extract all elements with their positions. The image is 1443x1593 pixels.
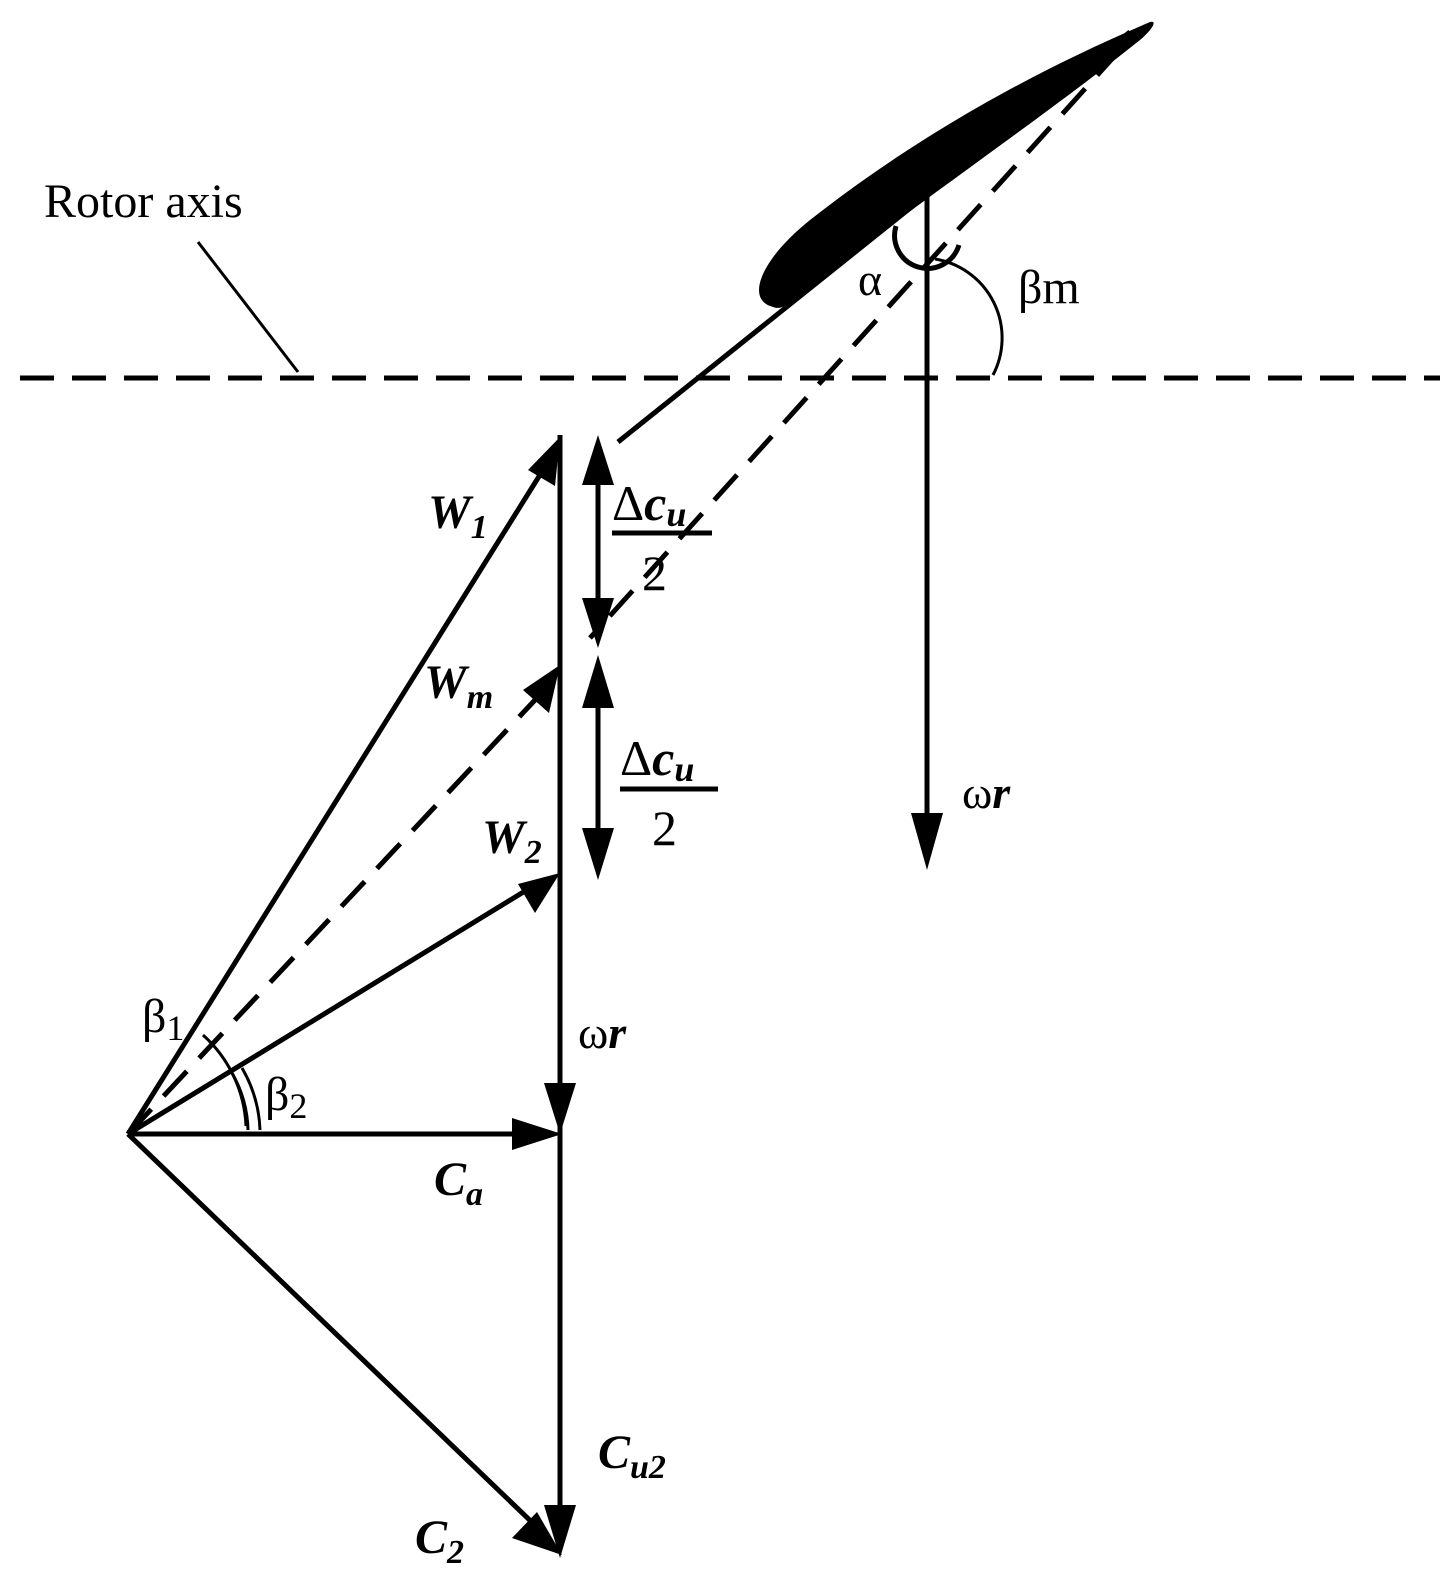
wm-label: Wm	[424, 656, 493, 716]
beta2-arc-outer	[240, 1067, 262, 1131]
lower-omega-r-arrowhead	[544, 1083, 576, 1134]
beta-m-label: βm	[1018, 261, 1080, 314]
svg-text:Δcu: Δcu	[620, 730, 694, 789]
svg-text:β2: β2	[265, 1068, 307, 1126]
beta1-label: β1	[142, 990, 184, 1048]
lower-omega-r-label: ωr	[578, 1007, 627, 1058]
wm-arrowhead	[523, 665, 560, 713]
w2-vector-line	[126, 885, 532, 1137]
svg-text:ωr: ωr	[578, 1007, 627, 1058]
alpha-label: α	[858, 254, 882, 305]
cu2-arrowhead	[544, 1505, 576, 1558]
upper-delta-cu-bottom-arrowhead	[582, 598, 614, 648]
svg-text:C2: C2	[415, 1511, 464, 1571]
ca-label: Ca	[434, 1153, 483, 1213]
cu2-label: Cu2	[598, 1426, 666, 1486]
svg-text:Δcu: Δcu	[612, 475, 686, 534]
w2-arrowhead	[518, 873, 560, 913]
c2-vector-line	[126, 1132, 542, 1532]
upper-delta-cu-fraction: Δcu 2	[612, 475, 712, 601]
svg-text:W1: W1	[428, 486, 488, 546]
svg-text:Cu2: Cu2	[598, 1426, 666, 1486]
w2-label: W2	[482, 811, 542, 871]
svg-text:Ca: Ca	[434, 1153, 483, 1213]
svg-text:β1: β1	[142, 990, 184, 1048]
w1-label: W1	[428, 486, 488, 546]
upper-omega-r-arrowhead	[911, 813, 943, 870]
beta2-label: β2	[265, 1068, 307, 1126]
upper-omega-r-label: ωr	[962, 767, 1011, 818]
alpha-arc	[892, 225, 962, 271]
svg-text:Wm: Wm	[424, 656, 493, 716]
rotor-axis-leader	[196, 241, 300, 373]
wm-vector-line	[126, 698, 537, 1136]
blade-chord-line	[616, 30, 1132, 444]
lower-delta-cu-fraction: Δcu 2	[620, 730, 718, 856]
svg-text:2: 2	[652, 800, 677, 856]
lower-delta-cu-bottom-arrowhead	[582, 828, 614, 880]
svg-text:2: 2	[642, 545, 667, 601]
svg-text:ωr: ωr	[962, 767, 1011, 818]
ca-arrowhead	[512, 1118, 562, 1150]
beta-m-arc	[934, 257, 1004, 376]
rotor-axis-label: Rotor axis	[44, 175, 243, 228]
lower-delta-cu-top-arrowhead	[582, 655, 614, 708]
upper-delta-cu-top-arrowhead	[582, 435, 614, 485]
c2-arrowhead	[512, 1512, 562, 1555]
beta2-arc	[230, 1072, 250, 1131]
w1-arrowhead	[528, 437, 560, 486]
svg-text:βm: βm	[1018, 261, 1080, 314]
w1-vector-line	[125, 460, 551, 1136]
mean-flow-line	[588, 48, 1122, 640]
svg-text:W2: W2	[482, 811, 542, 871]
c2-label: C2	[415, 1511, 464, 1571]
